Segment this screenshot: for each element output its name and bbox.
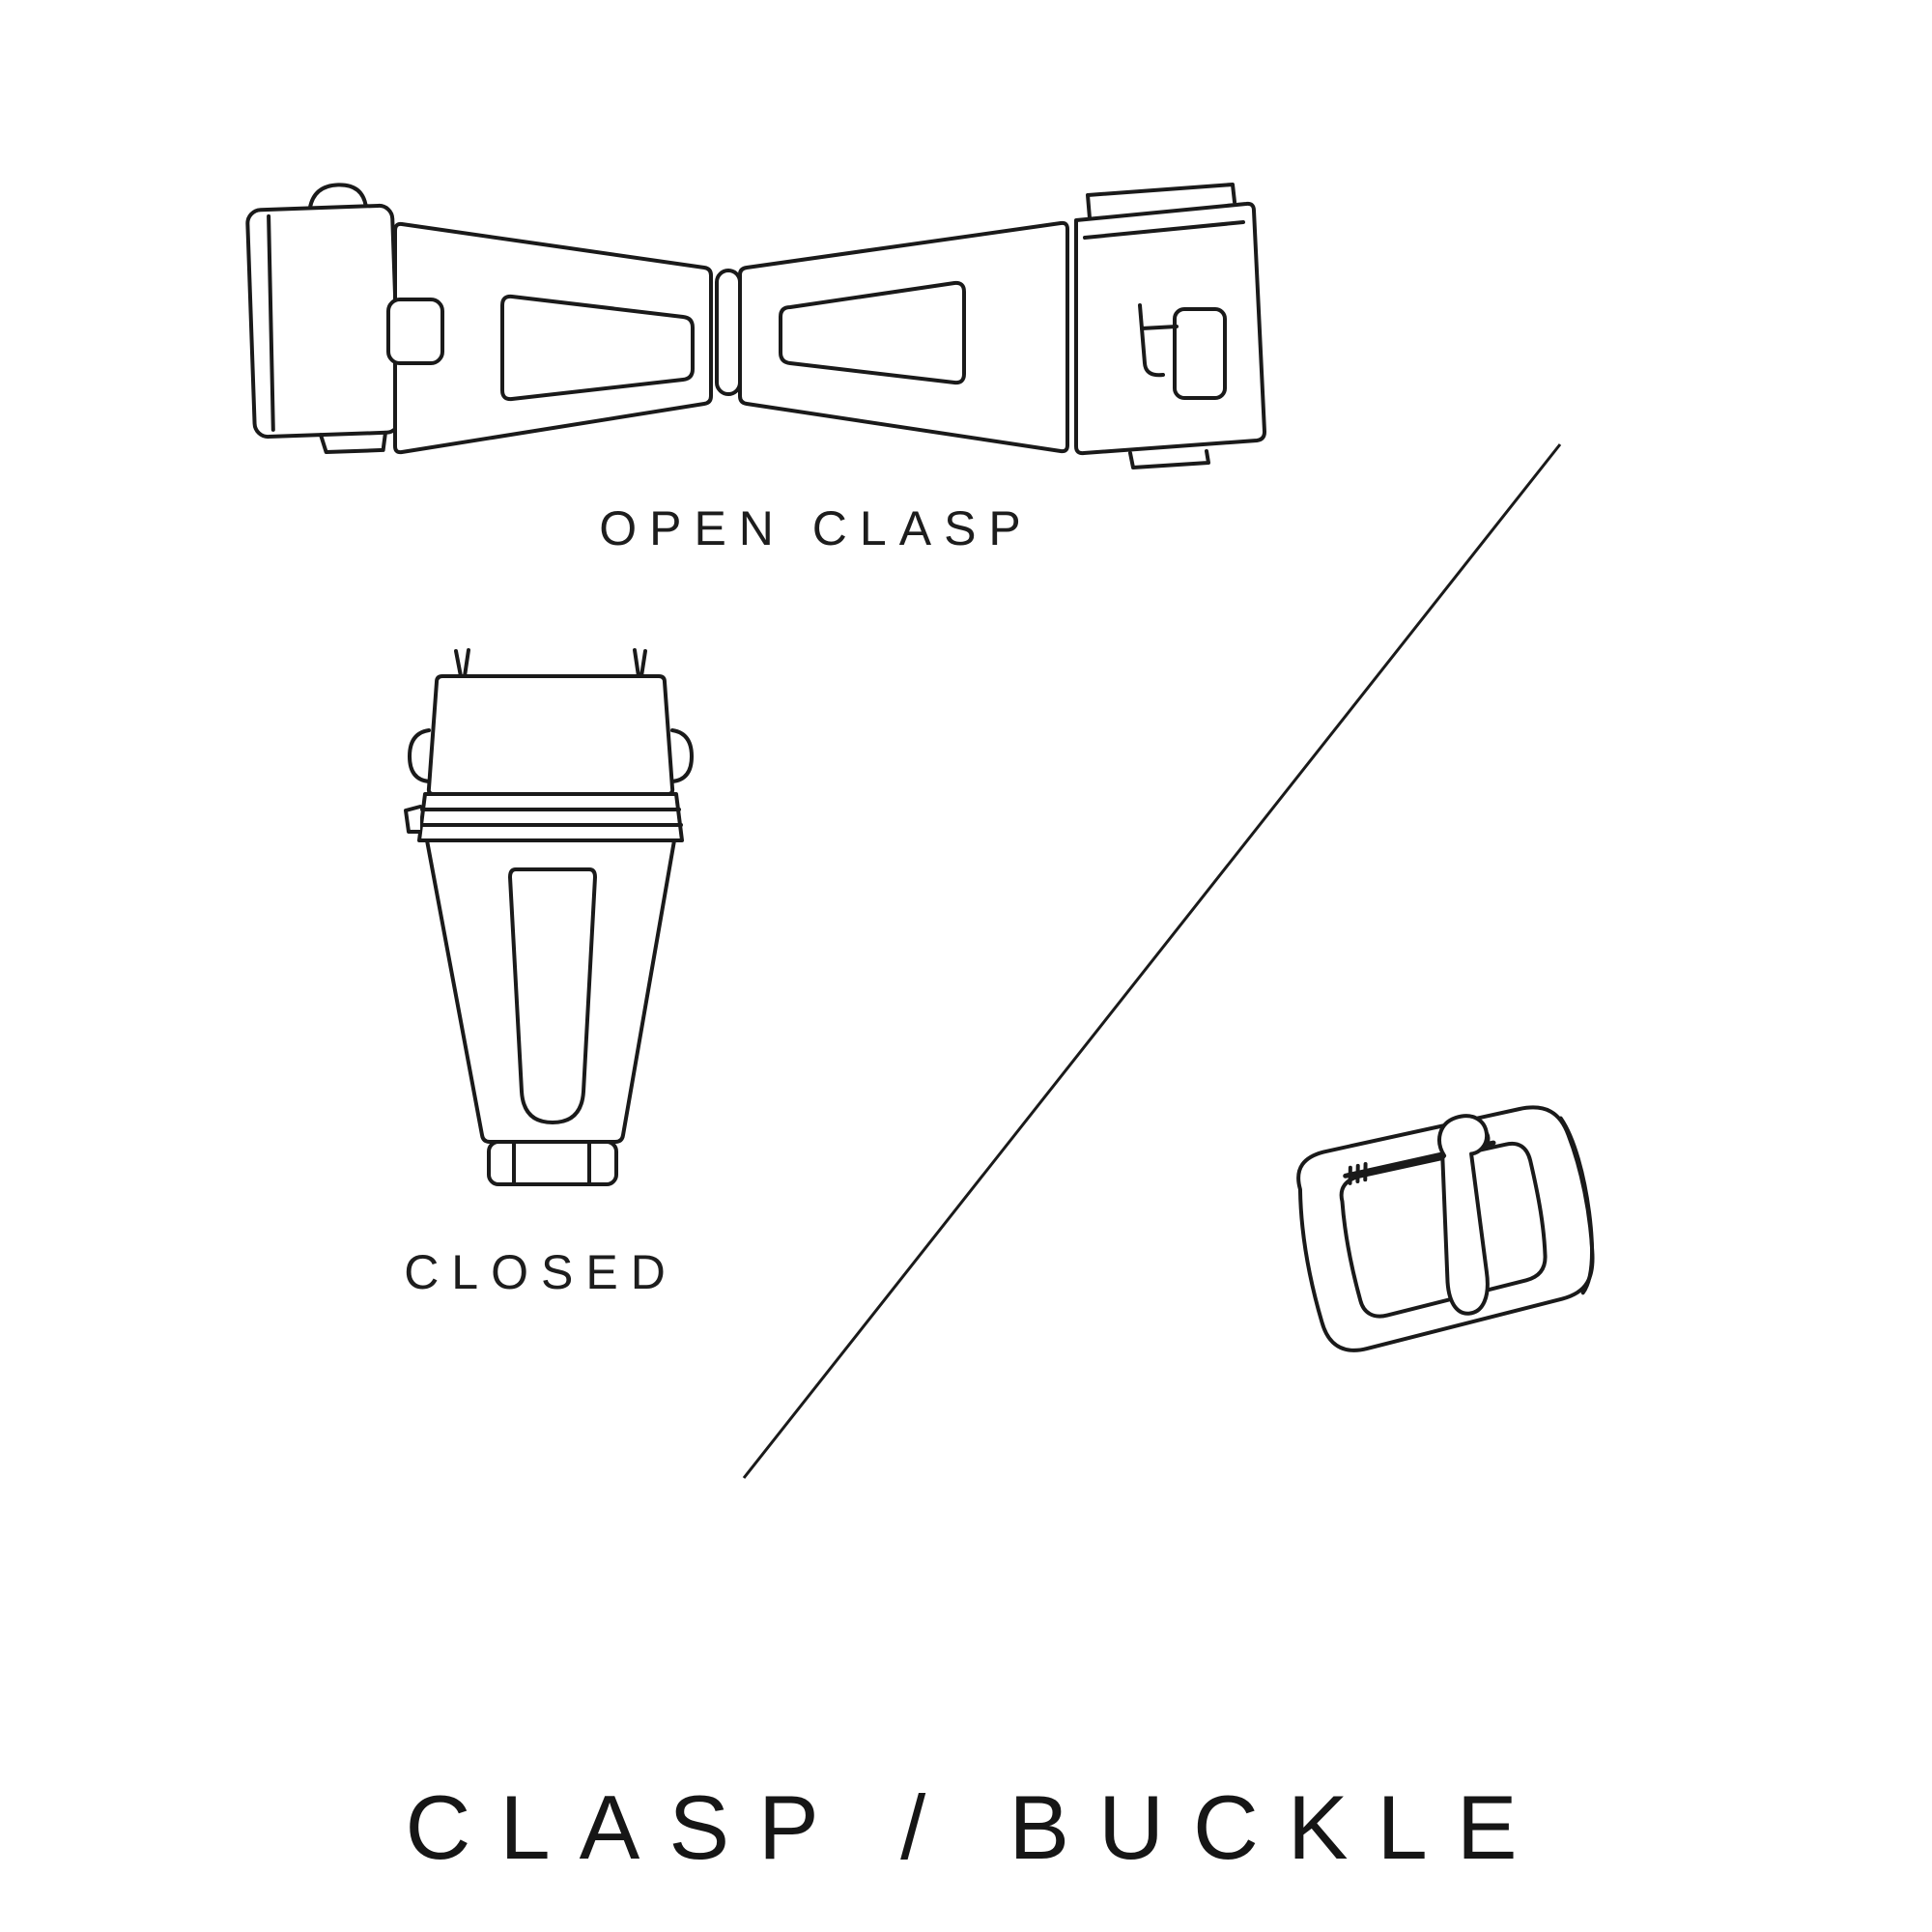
open-clasp-label: OPEN CLASP: [599, 501, 1034, 555]
divider-line: [742, 443, 1562, 1479]
buckle-drawing: [1296, 1105, 1595, 1352]
buckle-illustration: [1246, 1082, 1662, 1430]
open-clasp-drawing: [245, 183, 1266, 469]
closed-clasp-drawing: [404, 648, 694, 1186]
page-title: CLASP / BUCKLE: [405, 1776, 1547, 1878]
closed-clasp-illustration: [396, 647, 705, 1217]
closed-label: CLOSED: [404, 1245, 678, 1299]
open-clasp-illustration: [222, 164, 1314, 493]
